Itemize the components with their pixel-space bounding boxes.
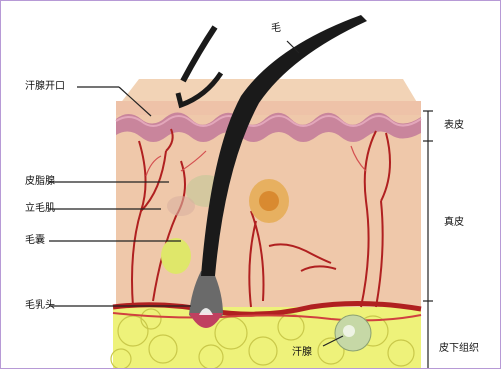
label-subcutaneous: 皮下组织: [439, 343, 479, 355]
label-hair-follicle: 毛囊: [25, 235, 45, 247]
label-sebaceous-gland: 皮脂腺: [25, 176, 55, 188]
label-dermis: 真皮: [444, 217, 464, 229]
layer-brackets: [423, 111, 433, 368]
label-epidermis: 表皮: [444, 120, 464, 132]
label-hair-papilla: 毛乳头: [25, 300, 55, 312]
sebaceous-gland-left: [161, 238, 191, 274]
label-arrector-pili: 立毛肌: [25, 203, 55, 215]
label-sweat-pore: 汗腺开口: [25, 81, 65, 93]
label-sweat-gland: 汗腺: [292, 347, 312, 359]
label-hair: 毛: [271, 23, 281, 35]
